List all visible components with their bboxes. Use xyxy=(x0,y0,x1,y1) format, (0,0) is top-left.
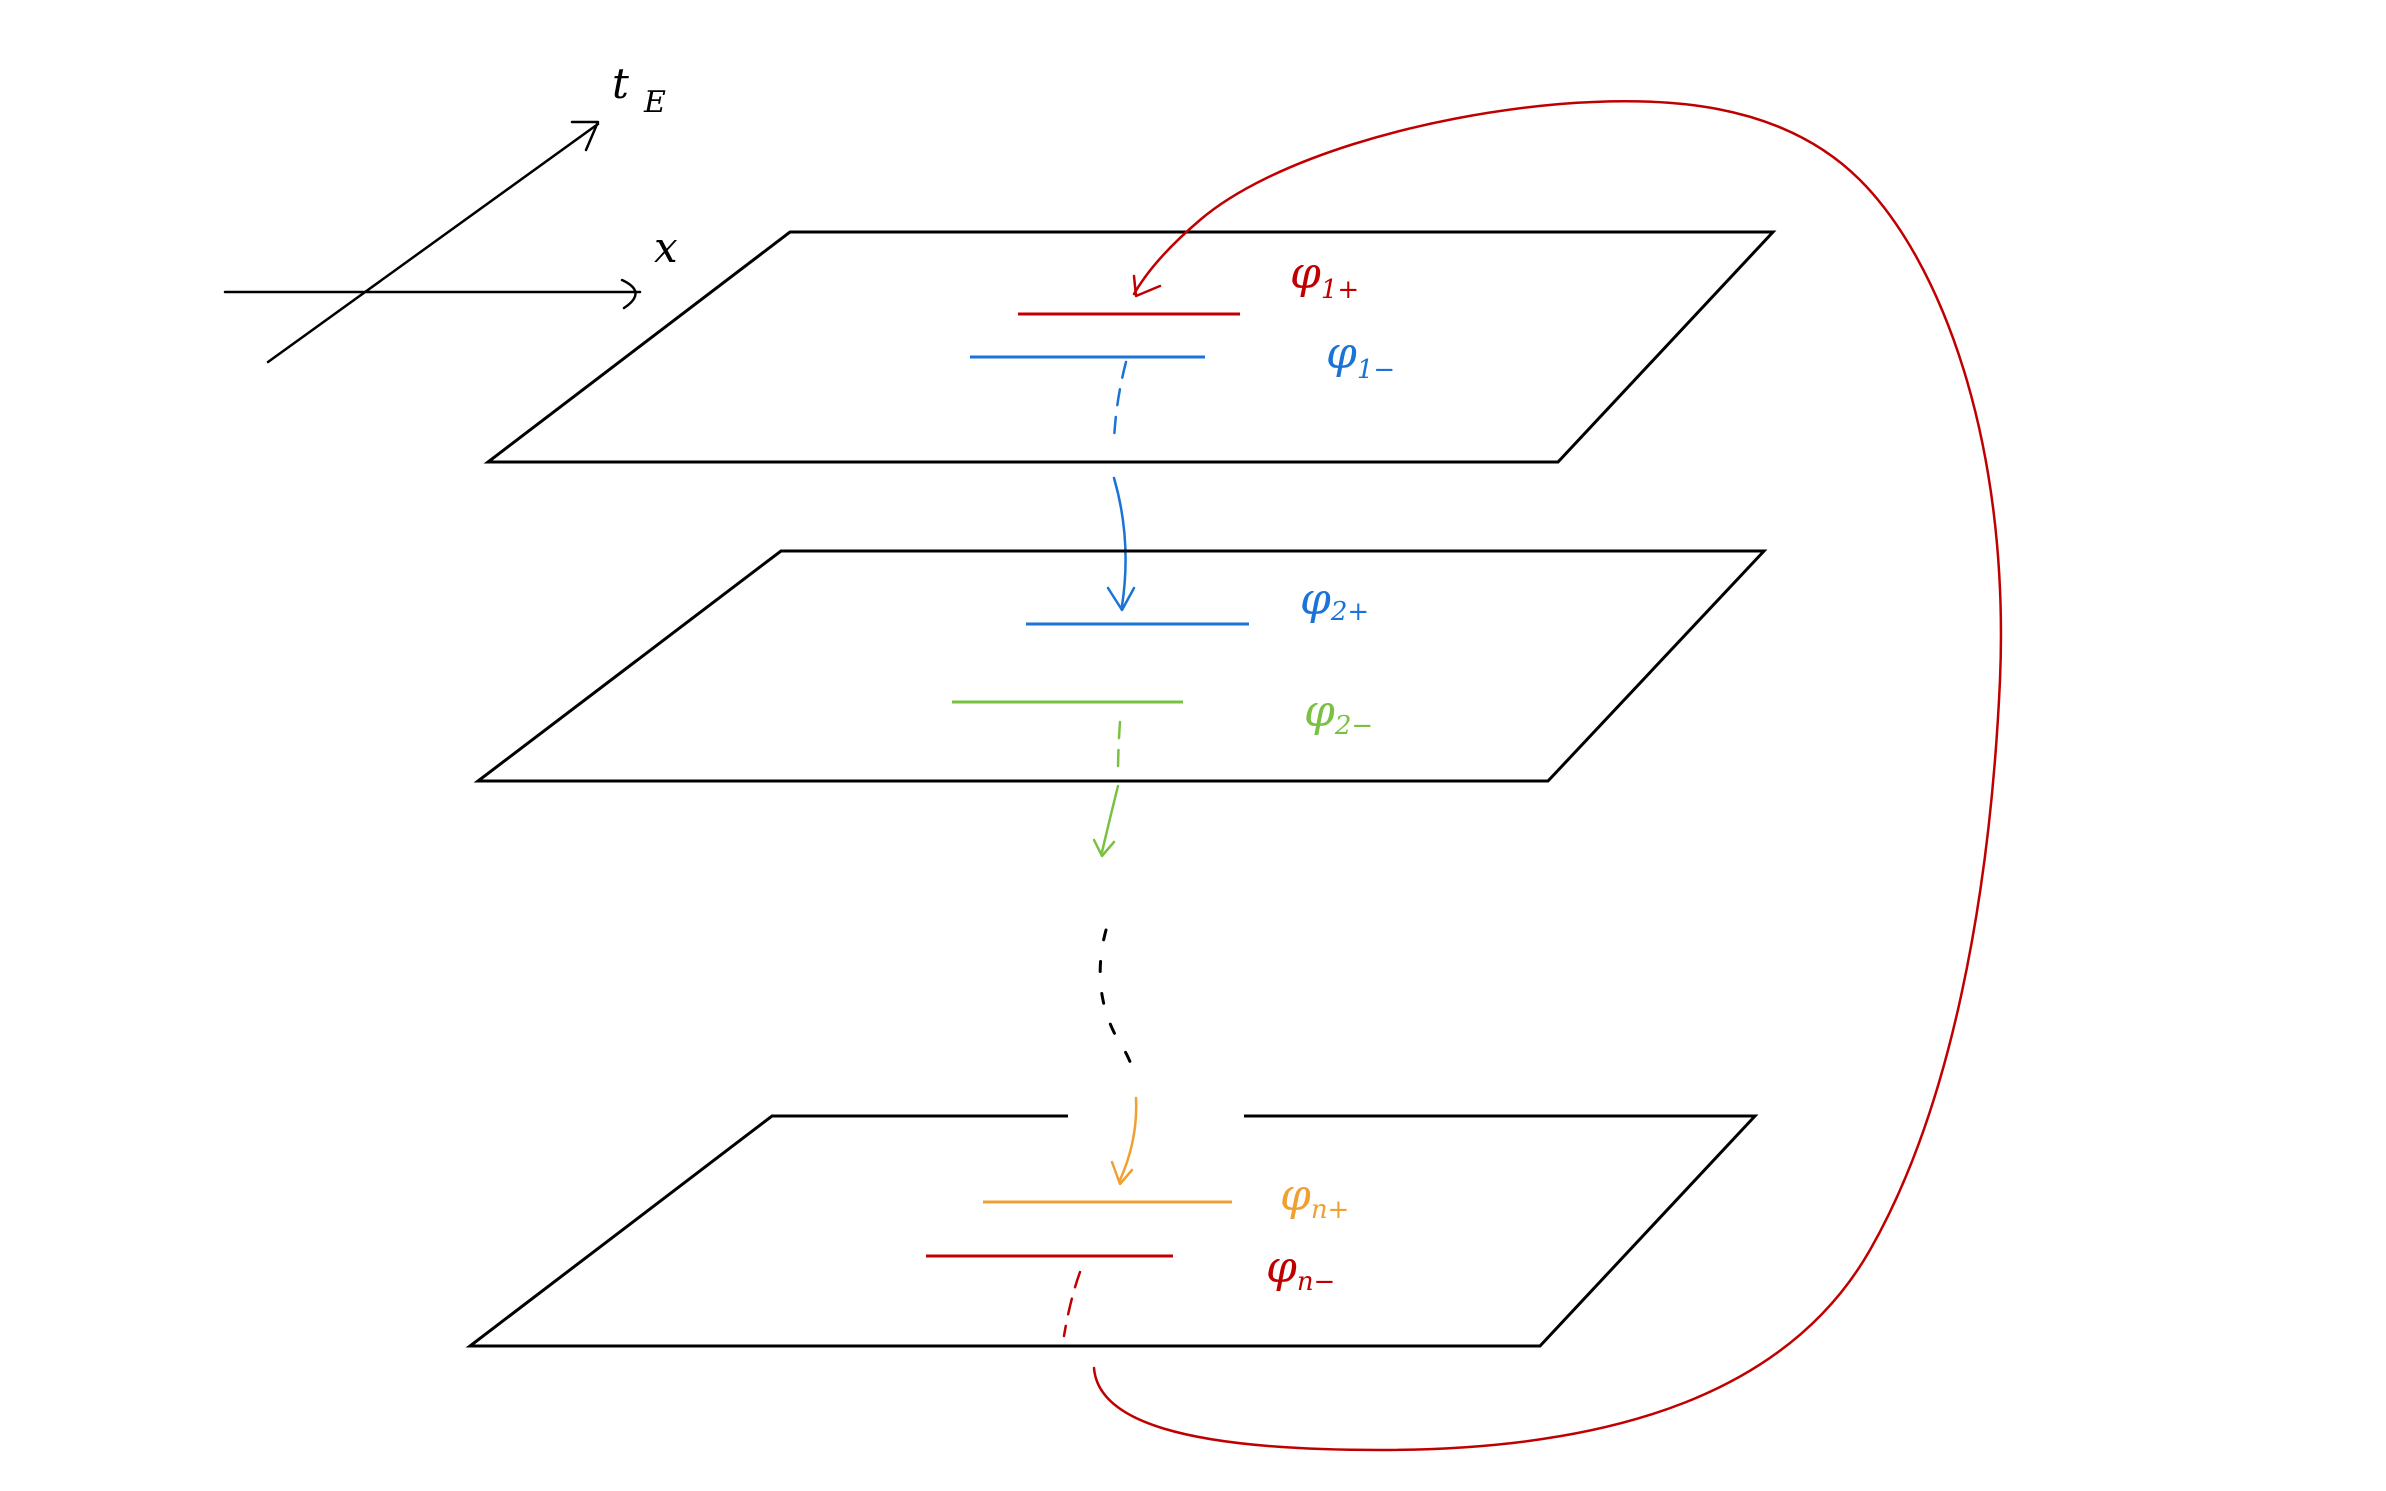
t-axis-subscript: E xyxy=(643,85,666,120)
connector-2-to-next-arrowhead xyxy=(1092,838,1116,858)
sheet-bottom: φn+ φn− xyxy=(465,1114,1759,1348)
x-axis-arrowhead xyxy=(620,278,637,310)
connector-1-to-2-arrowhead xyxy=(1106,586,1136,612)
axes: x t E xyxy=(223,59,678,364)
connector-2-to-next xyxy=(1092,784,1120,858)
sheet-top-outline xyxy=(483,230,1777,464)
connector-into-n-line xyxy=(1118,1096,1138,1182)
connector-1-minus-dashed xyxy=(1112,360,1128,442)
t-axis-line xyxy=(266,122,600,364)
periodic-return-loop-line xyxy=(1092,99,2003,1452)
label-phi-1-minus: φ1− xyxy=(1326,328,1395,385)
sheet-middle: φ2+ φ2− xyxy=(473,549,1768,783)
connector-into-n xyxy=(1110,1096,1138,1186)
connector-1-to-2 xyxy=(1106,476,1136,612)
periodic-return-loop-arrowhead xyxy=(1132,274,1162,298)
ellipsis-dashed-connector xyxy=(1098,928,1138,1084)
label-phi-n-plus: φn+ xyxy=(1280,1170,1349,1225)
connector-into-n-arrowhead xyxy=(1110,1160,1134,1186)
x-axis-label: x xyxy=(654,223,678,272)
label-phi-1-plus: φ1+ xyxy=(1290,248,1359,305)
sheet-top: φ1+ φ1− xyxy=(483,230,1777,464)
sheet-middle-outline xyxy=(473,549,1768,783)
connector-2-to-next-line xyxy=(1100,784,1120,854)
connector-n-minus-dashed xyxy=(1062,1270,1082,1338)
t-axis-arrowhead xyxy=(570,120,600,152)
sheet-bottom-outline xyxy=(465,1114,1759,1348)
periodic-return-loop xyxy=(1092,99,2003,1452)
connector-2-minus-dashed xyxy=(1116,720,1122,778)
label-phi-n-minus: φn− xyxy=(1266,1242,1335,1297)
label-phi-2-plus: φ2+ xyxy=(1300,574,1369,627)
t-axis-label: t xyxy=(612,59,629,108)
label-phi-2-minus: φ2− xyxy=(1304,686,1373,741)
connector-1-to-2-line xyxy=(1112,476,1127,608)
